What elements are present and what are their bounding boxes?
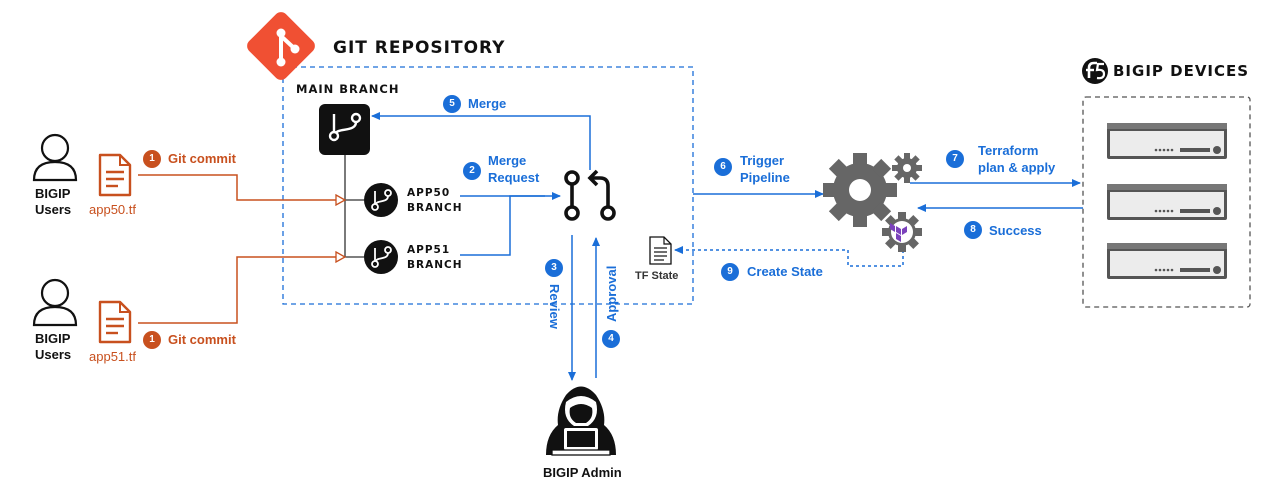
app50-branch-label-line1: APP50: [407, 187, 451, 199]
app50-branch-label-line2: BRANCH: [407, 202, 463, 214]
f5-logo-icon: [1082, 58, 1108, 84]
bigip-admin-label: BIGIP Admin: [543, 465, 622, 480]
app51-branch-label-line2: BRANCH: [407, 259, 463, 271]
git-commit-label-1: Git commit: [168, 151, 236, 166]
terraform-icon: [890, 223, 907, 242]
trigger-pipeline-label-line1: Trigger: [740, 153, 785, 168]
commit-arrow-app51: [138, 257, 345, 324]
step-badge-8: 8: [964, 221, 982, 239]
step-badge-1a: 1: [143, 150, 161, 168]
app51-branch-label-line1: APP51: [407, 244, 451, 256]
tf-state-label: TF State: [635, 270, 679, 282]
tf-state-file-icon: [649, 236, 672, 265]
step-badge-5: 5: [443, 95, 461, 113]
user-label-2-line1: BIGIP: [35, 331, 71, 346]
file-icon-app50: [98, 153, 132, 197]
file-name-app50: app50.tf: [89, 202, 136, 217]
terraform-label-line2: plan & apply: [978, 160, 1056, 175]
approval-label: Approval: [604, 265, 619, 322]
file-icon-app51: [98, 300, 132, 344]
user-label-1-line2: Users: [35, 202, 72, 217]
step-badge-2: 2: [463, 162, 481, 180]
step-badge-7: 7: [946, 150, 964, 168]
terraform-label-line1: Terraform: [978, 143, 1039, 158]
merge-request-label-line1: Merge: [488, 153, 527, 168]
git-logo-icon: [247, 12, 315, 80]
main-branch-label: MAIN BRANCH: [296, 82, 400, 96]
server-icon-1: [1107, 123, 1227, 159]
commit-arrow-app50: [138, 174, 345, 200]
merge-request-arrow-app51: [460, 195, 545, 256]
step-badge-1b: 1: [143, 331, 161, 349]
create-state-label: Create State: [747, 264, 823, 279]
user-icon-1: [32, 133, 78, 182]
step-badge-9: 9: [721, 263, 739, 281]
user-label-2-line2: Users: [35, 347, 72, 362]
user-icon-2: [32, 278, 78, 327]
gears-icon: [823, 153, 922, 252]
app50-branch-icon: [364, 183, 398, 217]
server-icon-2: [1107, 184, 1227, 220]
app51-branch-icon: [364, 240, 398, 274]
step-badge-4: 4: [602, 330, 620, 348]
server-icon-3: [1107, 243, 1227, 279]
bigip-devices-title: BIGIP DEVICES: [1113, 62, 1250, 80]
step-badge-3: 3: [545, 259, 563, 277]
git-commit-label-2: Git commit: [168, 332, 236, 347]
merge-request-label-line2: Request: [488, 170, 540, 185]
merge-arrow: [371, 112, 591, 170]
success-label: Success: [989, 223, 1042, 238]
file-name-app51: app51.tf: [89, 349, 136, 364]
bigip-devices-box: [1082, 96, 1251, 308]
merge-label: Merge: [468, 96, 507, 111]
trigger-pipeline-label-line2: Pipeline: [740, 170, 790, 185]
review-label: Review: [547, 284, 562, 329]
step-badge-6: 6: [714, 158, 732, 176]
git-repository-title: GIT REPOSITORY: [333, 38, 506, 58]
user-label-1-line1: BIGIP: [35, 186, 71, 201]
hacker-icon: [546, 386, 616, 456]
pull-request-icon: [564, 169, 616, 221]
create-state-arrow: [674, 246, 904, 267]
main-branch-icon: [319, 104, 370, 155]
